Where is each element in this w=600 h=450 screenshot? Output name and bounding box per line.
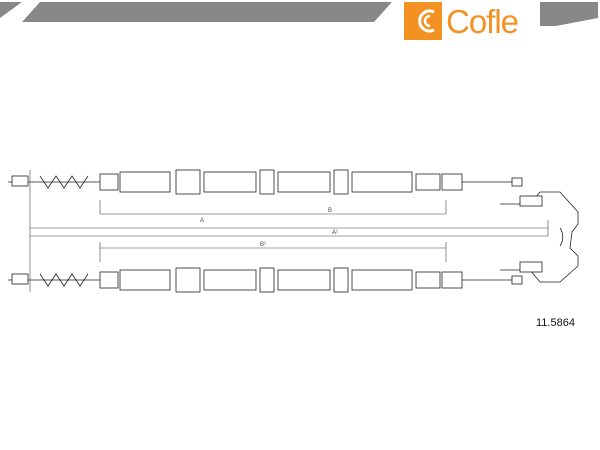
header-corner-left bbox=[0, 2, 22, 18]
dim-a1-label: A¹ bbox=[332, 230, 338, 236]
dim-a-label: A bbox=[200, 218, 204, 224]
equalizer-bracket bbox=[500, 191, 579, 283]
brand-logo-text: Cofle bbox=[446, 3, 519, 40]
dim-b-label: B bbox=[328, 208, 332, 214]
header-corner-right bbox=[540, 2, 598, 26]
lower-cable bbox=[8, 267, 523, 293]
cofle-logo-icon bbox=[404, 2, 442, 40]
upper-cable bbox=[8, 169, 523, 195]
part-number: 11.5864 bbox=[536, 317, 575, 329]
header-bar bbox=[22, 2, 392, 22]
dimension-lines bbox=[29, 170, 549, 292]
dim-b1-label: B¹ bbox=[260, 242, 266, 248]
